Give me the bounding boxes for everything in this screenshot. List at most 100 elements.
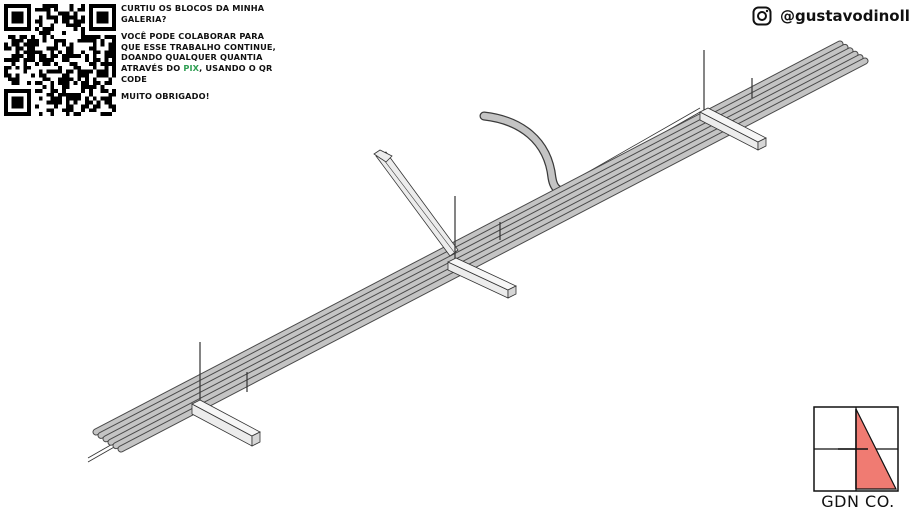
qr-module	[96, 50, 101, 55]
qr-module	[100, 73, 105, 78]
qr-module	[15, 38, 20, 43]
qr-module	[54, 69, 59, 74]
qr-module	[81, 104, 86, 109]
qr-module	[50, 85, 55, 89]
pipe	[93, 41, 843, 435]
qr-module	[81, 85, 86, 89]
qr-module	[65, 15, 70, 20]
qr-module	[88, 85, 93, 89]
qr-module	[92, 58, 97, 62]
qr-module	[81, 4, 86, 8]
qr-module	[61, 92, 66, 97]
qr-module	[11, 104, 16, 109]
qr-module	[65, 58, 70, 62]
qr-module	[31, 50, 35, 55]
qr-module	[19, 38, 24, 43]
qr-module	[108, 42, 113, 47]
qr-module	[27, 50, 32, 55]
qr-module	[108, 54, 113, 59]
qr-module	[92, 81, 97, 86]
qr-module	[96, 11, 101, 16]
qr-module	[34, 61, 39, 66]
qr-module	[85, 58, 89, 62]
qr-module	[38, 112, 43, 116]
qr-module	[23, 69, 28, 74]
qr-module	[92, 61, 97, 66]
qr-module	[58, 100, 62, 105]
qr-module	[15, 27, 20, 32]
qr-module	[96, 15, 101, 20]
qr-module	[58, 11, 62, 16]
qr-module	[31, 42, 35, 47]
qr-module	[27, 65, 32, 70]
instagram-link[interactable]: @gustavodinolla	[752, 5, 910, 27]
promo-thanks: MUITO OBRIGADO!	[121, 91, 210, 102]
qr-module	[4, 58, 8, 62]
qr-module	[7, 58, 12, 62]
qr-module	[11, 34, 16, 39]
qr-module	[92, 77, 97, 82]
qr-module	[61, 11, 66, 16]
qr-module	[11, 15, 16, 20]
qr-module	[65, 96, 70, 101]
qr-module	[11, 4, 16, 8]
qr-module	[81, 7, 86, 12]
qr-module	[4, 112, 8, 116]
qr-module	[73, 27, 78, 32]
qr-module	[92, 104, 97, 109]
qr-module	[31, 58, 35, 62]
qr-module	[50, 23, 55, 28]
qr-module	[7, 73, 12, 78]
qr-module	[15, 42, 20, 47]
qr-module	[112, 7, 116, 12]
qr-module	[92, 4, 97, 8]
logo-text: GDN CO.	[821, 492, 895, 511]
qr-module	[4, 46, 8, 51]
support-bracket-right	[699, 107, 767, 151]
qr-module	[15, 96, 20, 101]
qr-module	[38, 50, 43, 55]
qr-module	[50, 81, 55, 86]
qr-module	[54, 100, 59, 105]
qr-module	[104, 61, 109, 66]
qr-module	[85, 54, 89, 59]
qr-module	[46, 11, 51, 16]
qr-module	[11, 42, 16, 47]
qr-module	[15, 50, 20, 55]
qr-module	[100, 19, 105, 24]
qr-module	[61, 108, 66, 113]
qr-module	[88, 15, 93, 20]
qr-module	[88, 108, 93, 113]
qr-module	[96, 73, 101, 78]
qr-module	[7, 27, 12, 32]
qr-module	[100, 61, 105, 66]
pipe	[103, 48, 853, 442]
qr-module	[65, 92, 70, 97]
qr-module	[46, 4, 51, 8]
qr-module	[100, 42, 105, 47]
qr-module	[19, 96, 24, 101]
qr-module	[34, 81, 39, 86]
qr-module	[69, 54, 74, 59]
promo-body: VOCÊ PODE COLABORAR PARA QUE ESSE TRABAL…	[121, 31, 281, 84]
qr-module	[4, 7, 8, 12]
qr-module	[50, 46, 55, 51]
qr-module	[38, 58, 43, 62]
qr-module	[81, 73, 86, 78]
qr-module	[88, 92, 93, 97]
qr-module	[15, 104, 20, 109]
qr-module	[77, 38, 82, 43]
gdn-logo	[813, 406, 899, 492]
qr-module	[85, 96, 89, 101]
qr-module	[34, 19, 39, 24]
qr-module	[85, 69, 89, 74]
qr-module	[96, 19, 101, 24]
qr-module	[85, 104, 89, 109]
qr-module	[42, 73, 47, 78]
qr-module	[112, 61, 116, 66]
qr-module	[61, 77, 66, 82]
qr-module	[46, 69, 51, 74]
qr-module	[7, 65, 12, 70]
qr-module	[112, 73, 116, 78]
qr-module	[15, 73, 20, 78]
